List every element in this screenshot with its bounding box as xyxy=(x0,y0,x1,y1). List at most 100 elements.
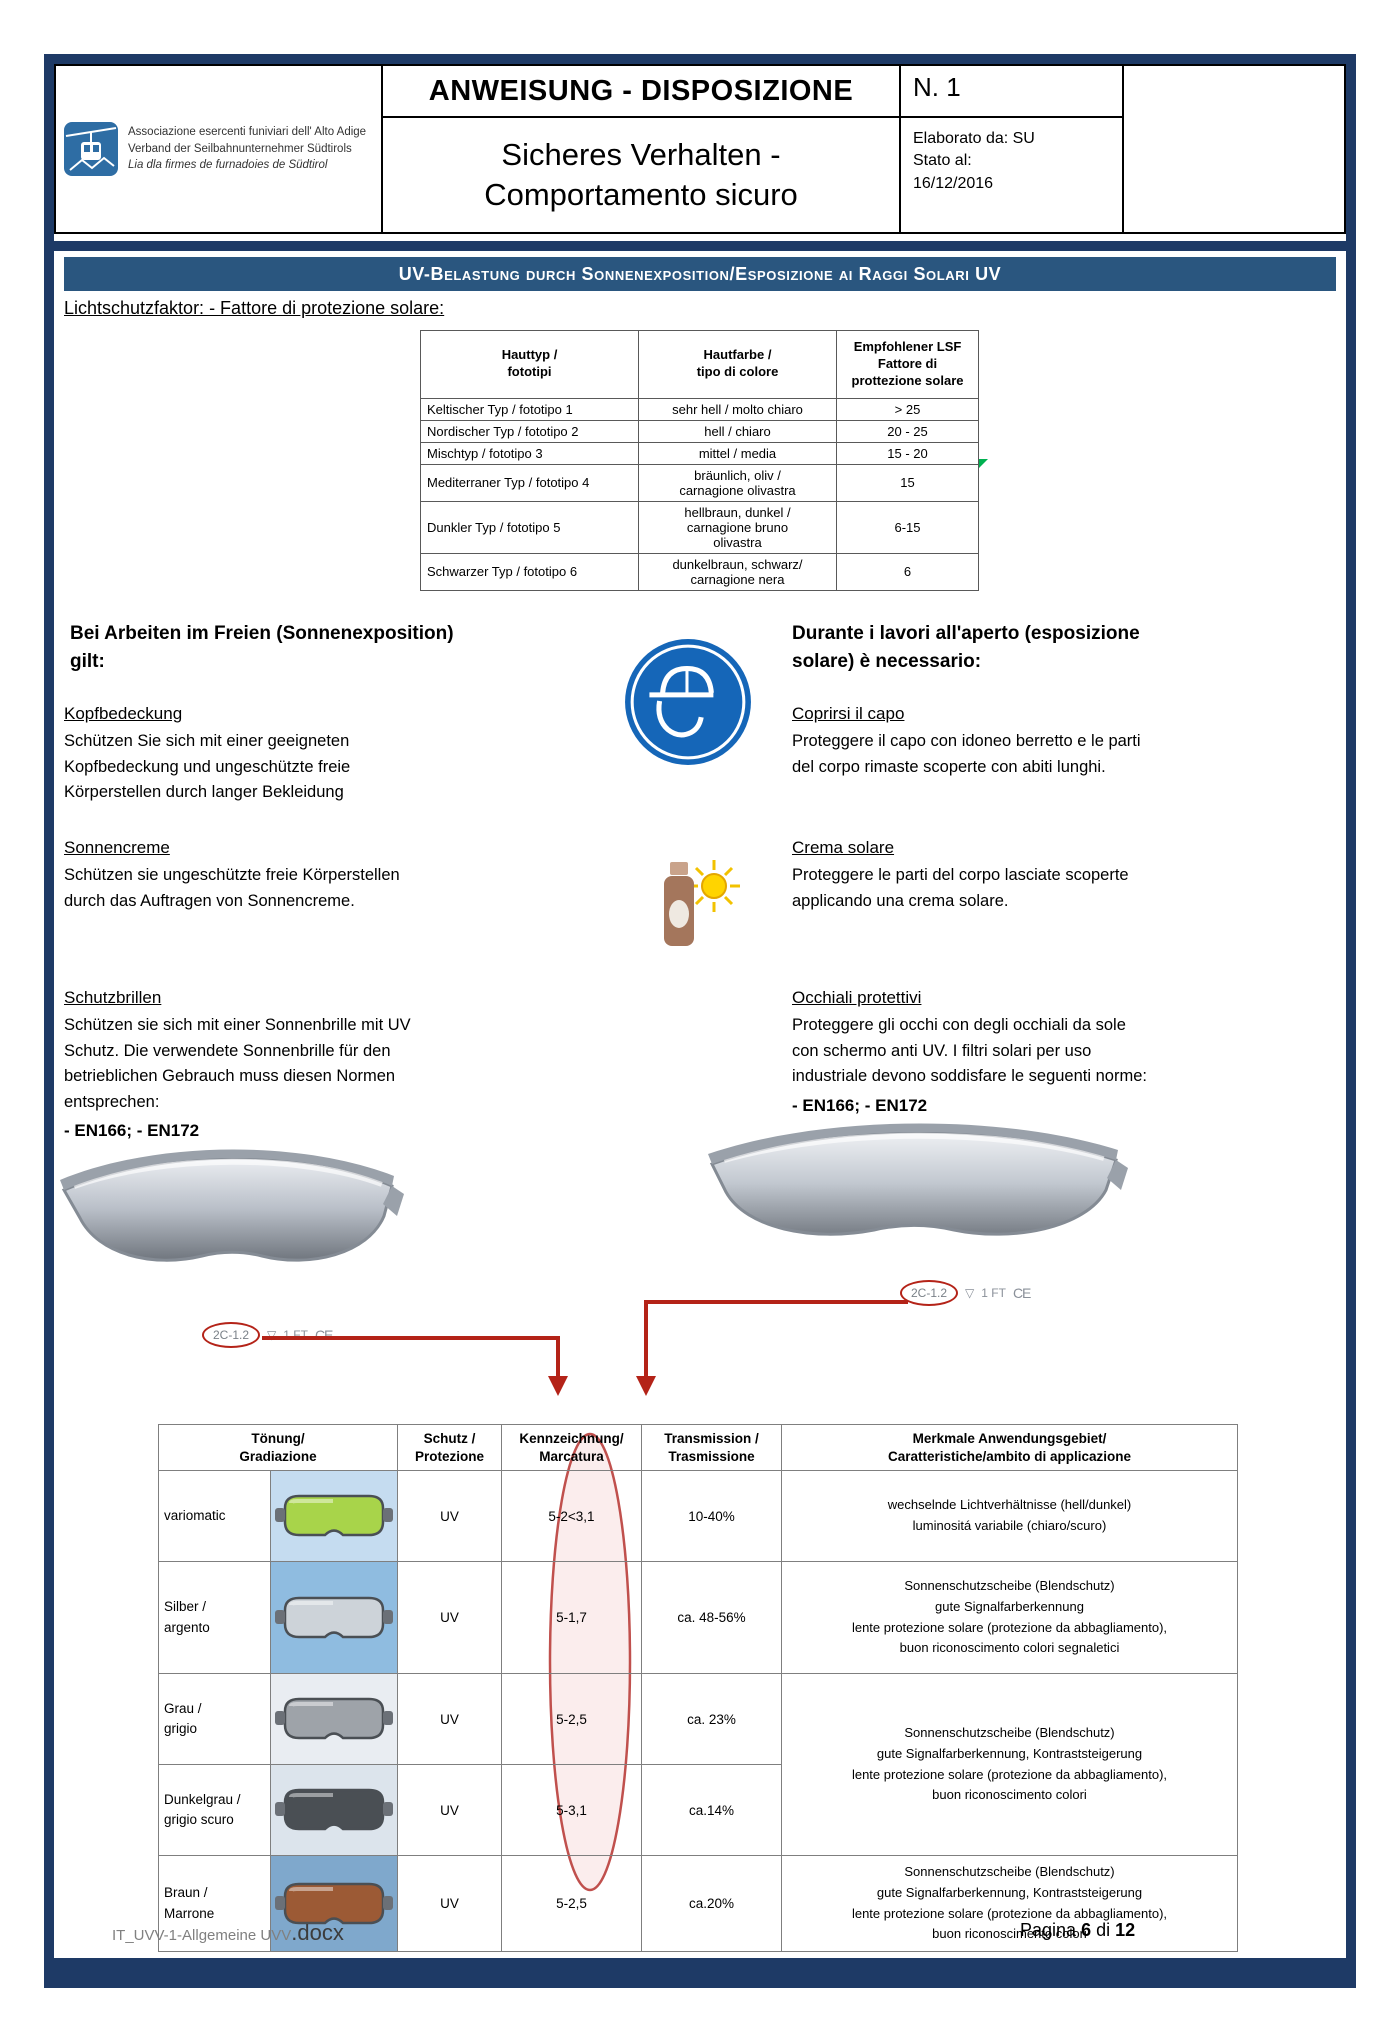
tint-marcatura: 5-2<3,1 xyxy=(501,1470,642,1563)
norms-line: - EN166; - EN172 xyxy=(64,1121,200,1141)
status-label: Stato al: xyxy=(913,152,972,170)
tint-label: Dunkelgrau / grigio scuro xyxy=(158,1764,271,1857)
marking-code: 2C-1.2 xyxy=(202,1322,261,1348)
tint-transmission: ca. 48-56% xyxy=(641,1561,782,1675)
marking-code: 2C-1.2 xyxy=(900,1280,959,1306)
tint-merkmale: Sonnenschutzscheibe (Blendschutz) gute S… xyxy=(781,1855,1238,1953)
org-name-it: Associazione esercenti funiviari dell' A… xyxy=(128,125,367,138)
section-title: Schutzbrillen xyxy=(64,988,162,1007)
tint-transmission: 10-40% xyxy=(641,1470,782,1563)
org-name-block: Associazione esercenti funiviari dell' A… xyxy=(128,124,366,174)
skin-cell: bräunlich, oliv / carnagione olivastra xyxy=(638,463,837,502)
tint-marcatura: 5-2,5 xyxy=(501,1673,642,1766)
goggle-image-cell xyxy=(270,1561,398,1675)
document-meta: Elaborato da: SU Stato al: 16/12/2016 xyxy=(901,118,1124,232)
ce-mark: CE xyxy=(314,1327,333,1343)
section-title: Crema solare xyxy=(792,838,895,857)
marking-class: 1 FT xyxy=(981,1286,1006,1300)
tint-schutz: UV xyxy=(397,1855,502,1953)
goggle-image xyxy=(275,1697,393,1740)
section-text: Proteggere il capo con idoneo berretto e… xyxy=(792,732,1141,776)
tint-schutz: UV xyxy=(397,1673,502,1766)
tint-schutz: UV xyxy=(397,1561,502,1675)
lichtschutz-label: Lichtschutzfaktor: - Fattore di protezio… xyxy=(64,298,445,318)
tint-merkmale: Sonnenschutzscheibe (Blendschutz) gute S… xyxy=(781,1561,1238,1675)
section-kopfbedeckung: Kopfbedeckung Schützen Sie sich mit eine… xyxy=(64,704,612,806)
section-text: Proteggere le parti del corpo lasciate s… xyxy=(792,866,1129,910)
skin-cell: sehr hell / molto chiaro xyxy=(638,397,837,421)
manufacturer-symbol-icon: ▽ xyxy=(267,1328,277,1342)
tint-label: Grau / grigio xyxy=(158,1673,271,1766)
skin-cell: Keltischer Typ / fototipo 1 xyxy=(420,397,639,421)
goggle-image-cell xyxy=(270,1470,398,1563)
org-logo: Associazione esercenti funiviari dell' A… xyxy=(56,66,383,232)
tint-merkmale: Sonnenschutzscheibe (Blendschutz) gute S… xyxy=(781,1673,1238,1857)
tint-header-row: Tönung/ Gradiazione Schutz / Protezione … xyxy=(158,1423,1238,1472)
lens-marking-right: 2C-1.2 ▽ 1 FT CE xyxy=(900,1280,1031,1306)
tint-transmission: ca.20% xyxy=(641,1855,782,1953)
table-row: Schwarzer Typ / fototipo 6 dunkelbraun, … xyxy=(420,552,979,591)
intro-heading-de: Bei Arbeiten im Freien (Sonnenexposition… xyxy=(70,623,454,672)
skin-header-cell: Empfohlener LSF Fattore di prottezione s… xyxy=(836,330,979,399)
goggle-image xyxy=(275,1882,393,1924)
skin-header-cell: Hauttyp / fototipi xyxy=(420,330,639,399)
goggle-image xyxy=(275,1788,393,1831)
skin-cell: Mischtyp / fototipo 3 xyxy=(420,441,639,465)
tint-schutz: UV xyxy=(397,1764,502,1857)
section-title: Kopfbedeckung xyxy=(64,704,183,723)
section-schutzbrillen: Schutzbrillen Schützen sie sich mit eine… xyxy=(64,988,624,1141)
tint-marcatura: 5-2,5 xyxy=(501,1855,642,1953)
goggle-image xyxy=(275,1494,393,1537)
section-title: Sonnencreme xyxy=(64,838,170,857)
skin-cell: Mediterraner Typ / fototipo 4 xyxy=(420,463,639,502)
skin-cell: hellbraun, dunkel / carnagione bruno oli… xyxy=(638,500,837,554)
tint-transmission: ca.14% xyxy=(641,1764,782,1857)
section-coprirsi-capo: Coprirsi il capo Proteggere il capo con … xyxy=(792,704,1350,780)
manufacturer-symbol-icon: ▽ xyxy=(965,1286,975,1300)
skin-cell: 15 xyxy=(836,463,979,502)
table-row: Mischtyp / fototipo 3 mittel / media 15 … xyxy=(420,441,979,465)
lens-tint-table: Tönung/ Gradiazione Schutz / Protezione … xyxy=(158,1423,1238,1953)
document-header: Associazione esercenti funiviari dell' A… xyxy=(54,64,1346,234)
section-banner: UV-Belastung durch Sonnenexposition/Espo… xyxy=(64,257,1336,291)
skin-cell: mittel / media xyxy=(638,441,837,465)
skin-cell: 6-15 xyxy=(836,500,979,554)
safety-glasses-photo-left xyxy=(60,1149,404,1262)
skin-cell: > 25 xyxy=(836,397,979,421)
document-title: ANWEISUNG - DISPOSIZIONE xyxy=(383,66,901,118)
section-title: Occhiali protettivi xyxy=(792,988,922,1007)
section-sonnencreme: Sonnencreme Schützen sie ungeschützte fr… xyxy=(64,838,624,914)
tint-label: Silber / argento xyxy=(158,1561,271,1675)
page-label: Pagina xyxy=(1020,1920,1077,1940)
goggle-image-cell xyxy=(270,1673,398,1766)
tint-schutz: UV xyxy=(397,1470,502,1563)
table-row: Braun / Marrone UV 5-2,5 ca.20% Sonnensc… xyxy=(158,1855,1238,1953)
header-empty-cell xyxy=(1124,66,1344,232)
page-number: 6 xyxy=(1081,1920,1092,1940)
page-separator: di xyxy=(1096,1920,1111,1940)
goggle-image-cell xyxy=(270,1764,398,1857)
tint-header-cell: Transmission / Trasmissione xyxy=(641,1423,782,1472)
tint-marcatura: 5-3,1 xyxy=(501,1764,642,1857)
tint-header-cell: Kennzeichnung/ Marcatura xyxy=(501,1423,642,1472)
status-date: 16/12/2016 xyxy=(913,174,994,192)
ce-mark: CE xyxy=(1012,1285,1031,1301)
sunscreen-icon xyxy=(664,860,740,946)
intro-heading-it: Durante i lavori all'aperto (esposizione… xyxy=(792,623,1140,672)
cable-car-logo-icon xyxy=(64,122,118,176)
skin-cell: Schwarzer Typ / fototipo 6 xyxy=(420,552,639,591)
tint-label: variomatic xyxy=(158,1470,271,1563)
filename-extension: .docx xyxy=(291,1920,344,1945)
section-title: Coprirsi il capo xyxy=(792,704,905,723)
skin-cell: Nordischer Typ / fototipo 2 xyxy=(420,419,639,443)
table-row: Mediterraner Typ / fototipo 4 bräunlich,… xyxy=(420,463,979,502)
skin-cell: 6 xyxy=(836,552,979,591)
tint-header-cell: Schutz / Protezione xyxy=(397,1423,502,1472)
table-row: Silber / argento UV 5-1,7 ca. 48-56% Son… xyxy=(158,1561,1238,1675)
table-row: Dunkelgrau / grigio scuro UV 5-3,1 ca.14… xyxy=(158,1764,1238,1857)
section-occhiali-protettivi: Occhiali protettivi Proteggere gli occhi… xyxy=(792,988,1352,1116)
section-text: Schützen Sie sich mit einer geeigneten K… xyxy=(64,732,351,802)
skin-cell: 15 - 20 xyxy=(836,441,979,465)
norms-line: - EN166; - EN172 xyxy=(792,1095,928,1115)
